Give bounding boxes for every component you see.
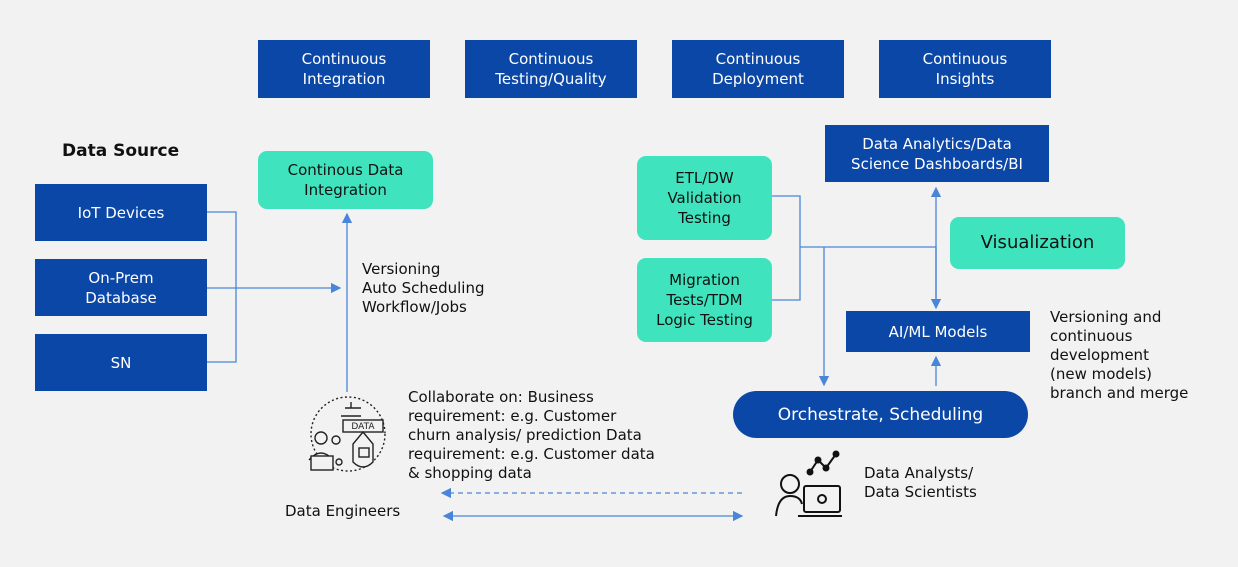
cdi-line2: Integration xyxy=(304,181,387,199)
source-label: SN xyxy=(110,353,132,372)
continuous-data-integration: Continous Data Integration xyxy=(258,151,433,209)
stage-continuous-deployment: Continuous Deployment xyxy=(672,40,844,98)
stage-continuous-insights: Continuous Insights xyxy=(879,40,1051,98)
note-line: Versioning xyxy=(362,260,441,278)
note-line: requirement: e.g. Customer xyxy=(408,407,617,425)
data-engineer-icon: DATA xyxy=(308,396,386,472)
analytics-line2: Science Dashboards/BI xyxy=(851,154,1023,173)
cdi-line1: Continous Data xyxy=(287,161,404,179)
orchestrate-scheduling: Orchestrate, Scheduling xyxy=(733,391,1028,438)
box-line: Tests/TDM xyxy=(666,291,743,309)
box-line: Validation xyxy=(667,189,742,207)
stage-line2: Deployment xyxy=(712,70,804,88)
stage-continuous-integration: Continuous Integration xyxy=(258,40,430,98)
note-line: branch and merge xyxy=(1050,384,1189,402)
stage-line1: Continuous xyxy=(301,50,387,68)
note-line: Collaborate on: Business xyxy=(408,388,594,406)
analyst-line: Data Analysts/ xyxy=(864,464,974,482)
orchestrate-label: Orchestrate, Scheduling xyxy=(777,404,984,425)
stage-line1: Continuous xyxy=(715,50,801,68)
stage-line2: Integration xyxy=(302,70,386,88)
box-line: Testing xyxy=(678,209,731,227)
migration-tests-box: Migration Tests/TDM Logic Testing xyxy=(637,258,772,342)
stage-line2: Insights xyxy=(935,70,995,88)
source-label: IoT Devices xyxy=(77,203,165,222)
note-line: Versioning and xyxy=(1050,308,1162,326)
box-line: Migration xyxy=(669,271,740,289)
source-label-2: Database xyxy=(85,288,157,307)
analytics-line1: Data Analytics/Data xyxy=(862,134,1012,153)
ai-ml-models: AI/ML Models xyxy=(846,311,1030,352)
data-analytics-dashboards: Data Analytics/Data Science Dashboards/B… xyxy=(825,125,1049,182)
note-line: development xyxy=(1050,346,1149,364)
ai-ml-label: AI/ML Models xyxy=(888,322,988,341)
note-line: continuous xyxy=(1050,327,1133,345)
note-line: Auto Scheduling xyxy=(362,279,485,297)
visualization-box: Visualization xyxy=(950,217,1125,269)
box-line: Logic Testing xyxy=(656,311,753,329)
collaborate-notes: Collaborate on: Business requirement: e.… xyxy=(408,388,655,483)
source-label: On-Prem xyxy=(88,268,154,287)
data-source-heading: Data Source xyxy=(62,141,180,161)
note-line: requirement: e.g. Customer data xyxy=(408,445,655,463)
stage-line1: Continuous xyxy=(922,50,1008,68)
visualization-label: Visualization xyxy=(980,232,1095,253)
versioning-notes: Versioning Auto Scheduling Workflow/Jobs xyxy=(362,260,485,317)
box-line: ETL/DW xyxy=(675,169,734,187)
stage-line2: Testing/Quality xyxy=(495,70,607,88)
data-engineers-label: Data Engineers xyxy=(285,502,401,520)
etl-dw-validation-testing: ETL/DW Validation Testing xyxy=(637,156,772,240)
note-line: & shopping data xyxy=(408,464,532,482)
source-sn: SN xyxy=(35,334,207,391)
icon-data-label: DATA xyxy=(351,422,375,432)
versioning-development-notes: Versioning and continuous development (n… xyxy=(1050,308,1188,403)
note-line: churn analysis/ prediction Data xyxy=(408,426,642,444)
source-iot-devices: IoT Devices xyxy=(35,184,207,241)
analyst-line: Data Scientists xyxy=(864,483,977,501)
stage-continuous-testing: Continuous Testing/Quality xyxy=(465,40,637,98)
note-line: Workflow/Jobs xyxy=(362,298,467,316)
source-on-prem-database: On-Prem Database xyxy=(35,259,207,316)
stage-line1: Continuous xyxy=(508,50,594,68)
note-line: (new models) xyxy=(1050,365,1152,383)
data-analysts-label: Data Analysts/ Data Scientists xyxy=(864,464,977,502)
data-analyst-icon xyxy=(775,450,842,517)
